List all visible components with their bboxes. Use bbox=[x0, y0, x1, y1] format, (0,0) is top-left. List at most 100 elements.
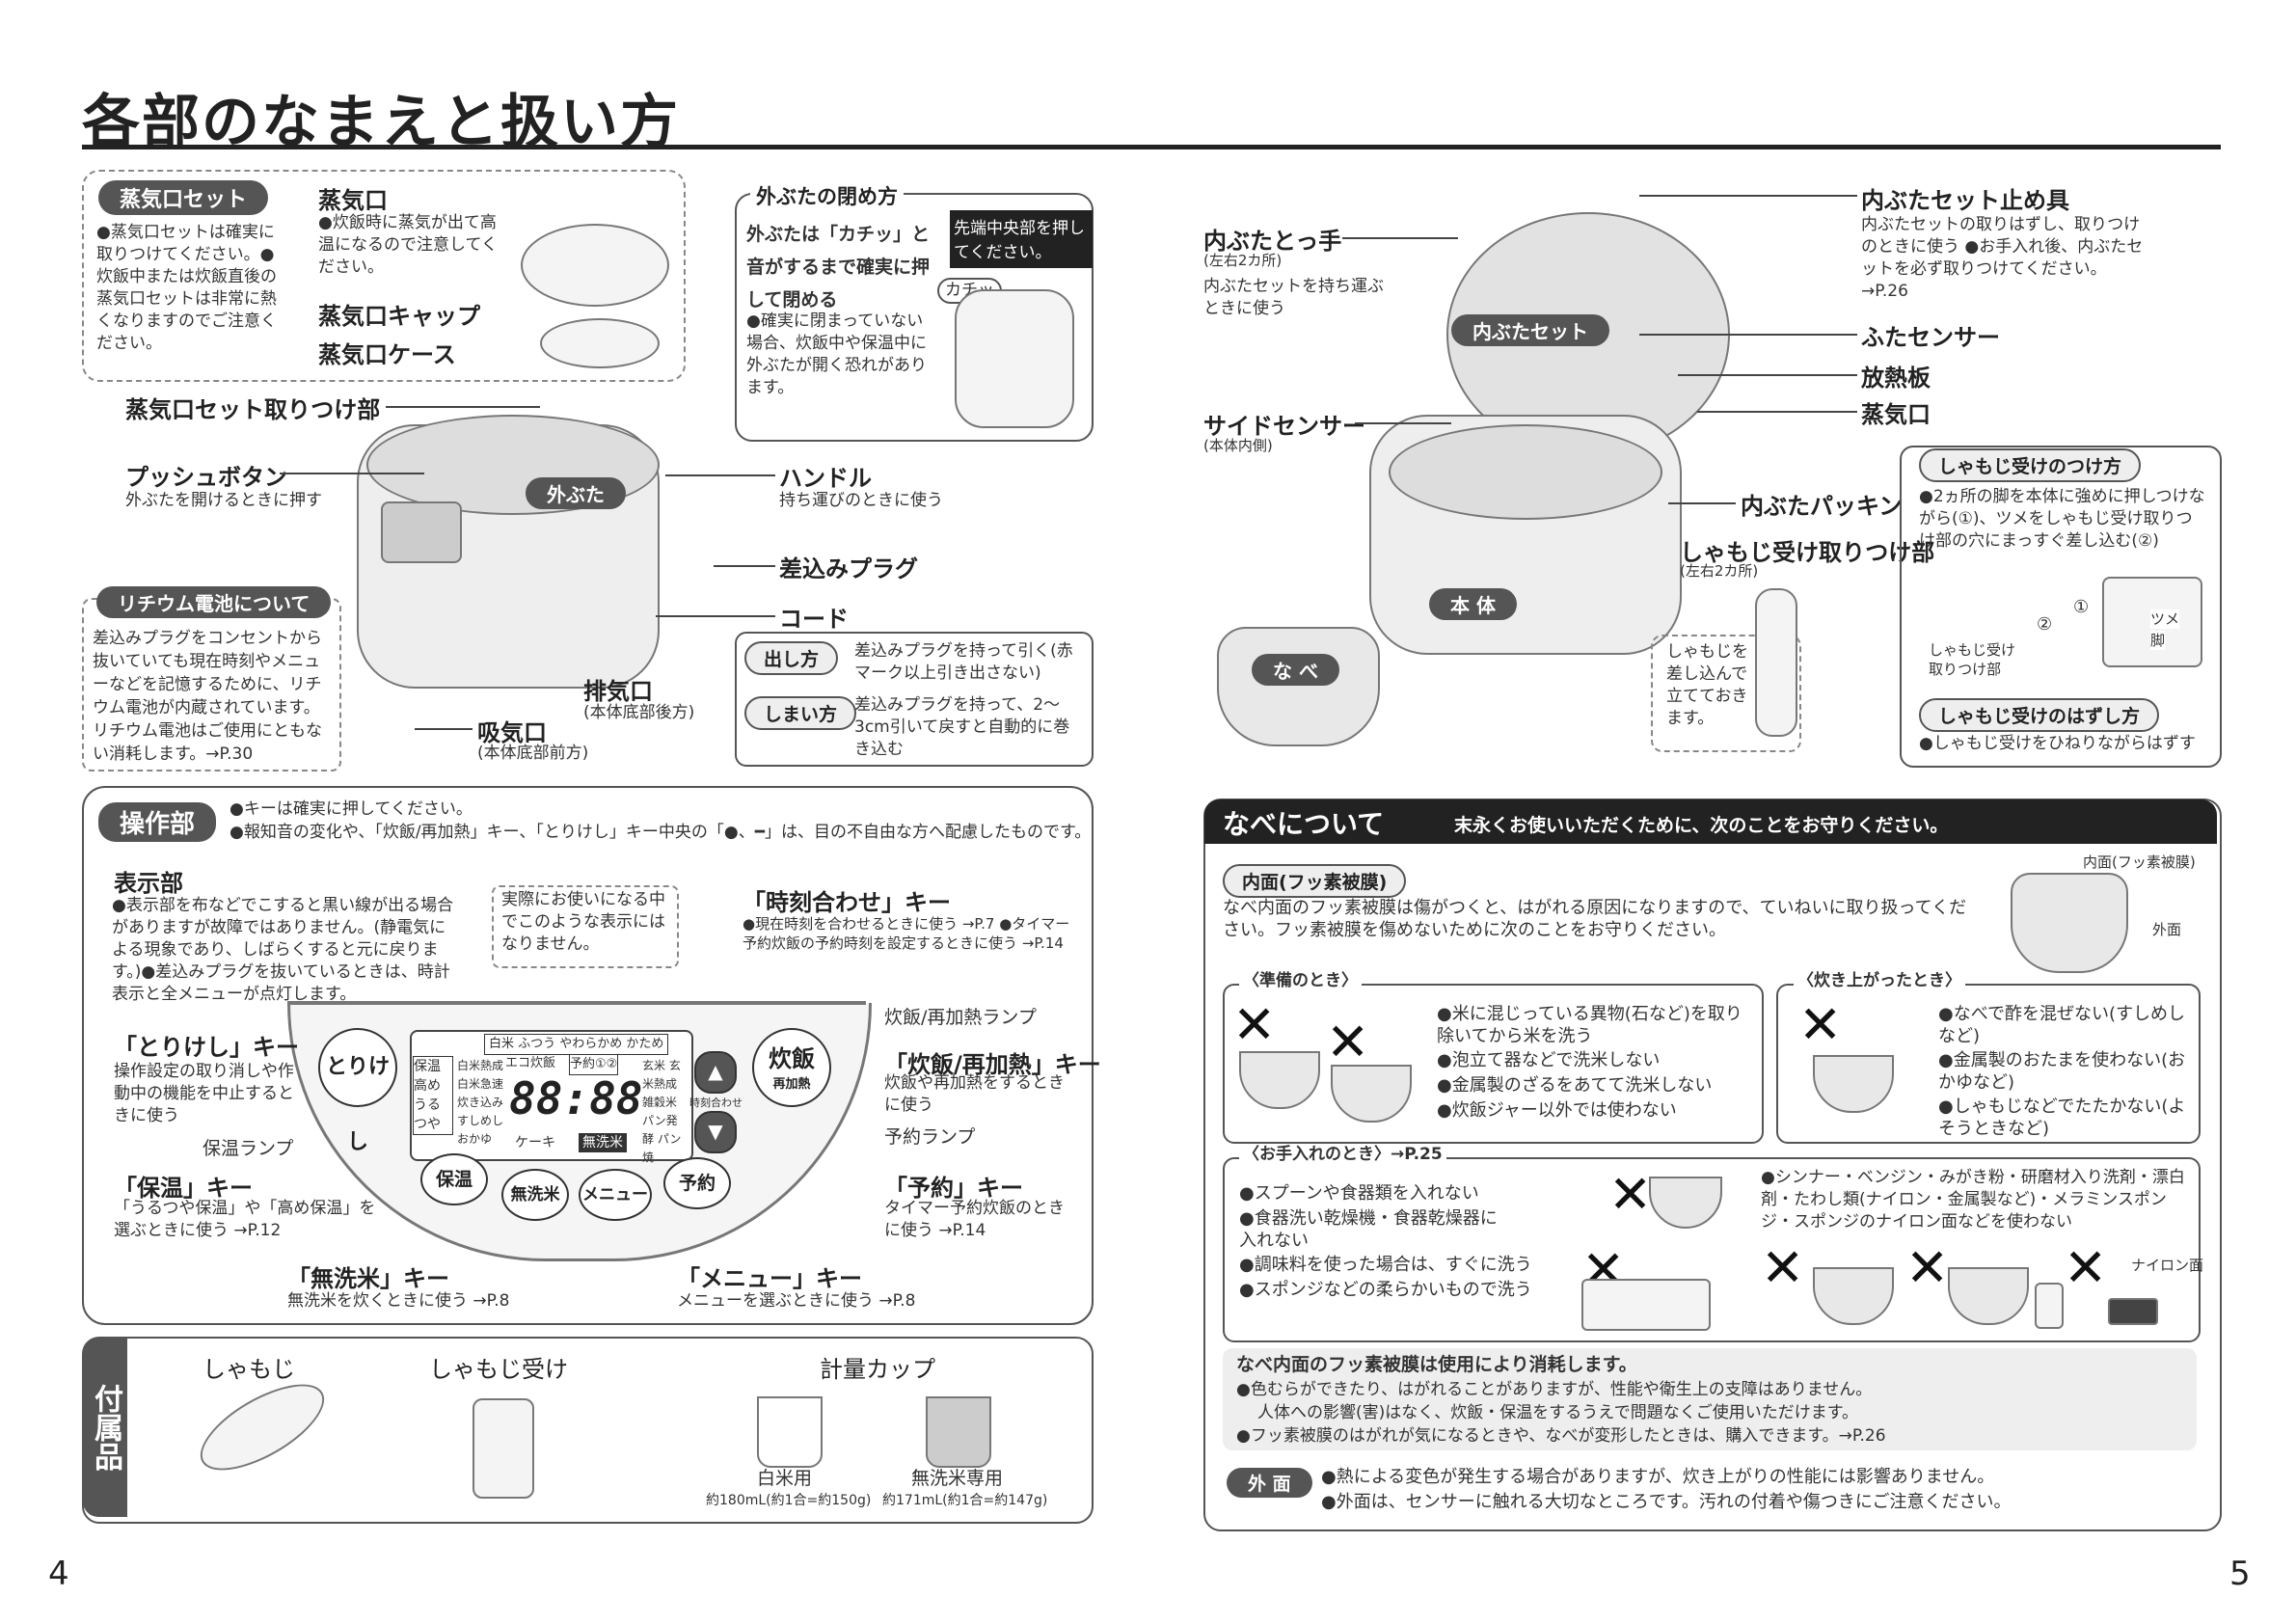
coat-text: なべ内面のフッ素被膜は傷がつくと、はがれる原因になりますので、ていねいに取り扱っ… bbox=[1223, 898, 1967, 940]
wear-text-1: ●色むらができたり、はがれることがありますが、性能や衛生上の支障はありません。 bbox=[1236, 1380, 1873, 1399]
cancel-key-label: 「とりけし」キー bbox=[114, 1034, 299, 1061]
x-icon: ✕ bbox=[2064, 1237, 2108, 1298]
inner-handle-label: 内ぶたとっ手 bbox=[1203, 228, 1342, 255]
lcd-cake: ケーキ bbox=[515, 1135, 555, 1150]
press-center-box: 先端中央部を押してください。 bbox=[950, 210, 1093, 268]
clock-up-key[interactable]: ▲ bbox=[694, 1051, 737, 1094]
lid-sensor-label: ふたセンサー bbox=[1861, 324, 2000, 351]
stopper-note: 内ぶたセットの取りはずし、取りつけのときに使う ●お手入れ後、内ぶたセットを必ず… bbox=[1861, 215, 2144, 301]
body-tag: 本 体 bbox=[1429, 588, 1517, 620]
title-rule bbox=[82, 145, 2221, 149]
coat-title: 内面(フッ素被膜) bbox=[1223, 864, 1407, 898]
musenmai-cup bbox=[926, 1396, 991, 1468]
step-1-mark: ① bbox=[2073, 597, 2090, 617]
lcd-reserve-tag: 予約①② bbox=[569, 1054, 619, 1075]
display-title: 表示部 bbox=[114, 870, 183, 897]
vent-label-right: 蒸気口 bbox=[1861, 401, 1931, 428]
after-title: 〈炊き上がったとき〉 bbox=[1794, 970, 1965, 992]
cook-key-sub: 再加熱 bbox=[772, 1077, 811, 1092]
cook-key[interactable]: 炊飯再加熱 bbox=[752, 1028, 831, 1107]
x-icon: ✕ bbox=[1232, 994, 1277, 1055]
controls-section bbox=[82, 786, 1094, 1325]
holder-remove-title: しゃもじ受けのはずし方 bbox=[1919, 698, 2160, 732]
steam-mount-label: 蒸気口セット取りつけ部 bbox=[125, 396, 381, 423]
reserve-key-label: 「予約」キー bbox=[884, 1175, 1023, 1202]
display-callout-text: 実際にお使いになる中でこのような表示にはなりません。 bbox=[501, 890, 665, 954]
inner-coat-label: 内面(フッ素被膜) bbox=[2083, 853, 2196, 871]
steam-set-box bbox=[82, 170, 686, 382]
x-icon: ✕ bbox=[1761, 1237, 1805, 1298]
page-number-left: 4 bbox=[48, 1555, 69, 1593]
cord-store-text: 差込みプラグを持って、2〜3cm引いて戻すと自動的に巻き込む bbox=[854, 695, 1070, 759]
menu-key-label: 「メニュー」キー bbox=[677, 1265, 862, 1292]
wear-title: なべ内面のフッ素被膜は使用により消耗します。 bbox=[1236, 1354, 1637, 1375]
page-number-right: 5 bbox=[2229, 1555, 2251, 1593]
keep-key[interactable]: 保温 bbox=[420, 1153, 488, 1205]
intake-label: 吸気口 bbox=[477, 719, 547, 746]
clock-down-key[interactable]: ▼ bbox=[694, 1111, 737, 1153]
cord-label: コード bbox=[779, 606, 849, 633]
push-button-note: 外ぶたを開けるときに押す bbox=[125, 491, 322, 510]
display-text: ●表示部を布などでこすると黒い線が出る場合がありますが故障ではありません。(静電… bbox=[112, 896, 454, 1004]
cord-out-text: 差込みプラグを持って引く(赤マーク以上引き出さない) bbox=[854, 641, 1073, 683]
prep-item-0: ●米に混じっている異物(石など)を取り除いてから米を洗う bbox=[1437, 1004, 1742, 1046]
outer-lid-warn: ●確実に閉まっていない場合、炊飯中や保温中に外ぶたが開く恐れがあります。 bbox=[746, 311, 927, 397]
clean-item-3: ●スポンジなどの柔らかいもので洗う bbox=[1239, 1280, 1532, 1300]
mount-label-small: しゃもじ受け取りつけ部 bbox=[1929, 641, 2016, 678]
pot-care-subtitle: 末永くお使いいただくために、次のことをお守りください。 bbox=[1454, 815, 1949, 836]
step-2-mark: ② bbox=[2037, 614, 2053, 635]
cancel-key-note: 操作設定の取り消しや作動中の機能を中止するときに使う bbox=[114, 1062, 294, 1125]
white-rice-cup bbox=[757, 1396, 823, 1468]
battery-text: 差込みプラグをコンセントから抜いていても現在時刻やメニューなどを記憶するために、… bbox=[93, 629, 322, 764]
prep-bowl-2 bbox=[1331, 1065, 1412, 1123]
shamoji-label: しゃもじ bbox=[203, 1356, 295, 1383]
prep-box bbox=[1223, 984, 1764, 1144]
clean-item-0: ●スプーンや食器類を入れない bbox=[1239, 1183, 1479, 1204]
holder-attach-text: ●2ヵ所の脚を本体に強めに押しつけながら(①)、ツメをしゃもじ受け取りつけ部の穴… bbox=[1919, 487, 2205, 551]
handle-label: ハンドル bbox=[779, 465, 872, 492]
cook-key-note: 炊飯や再加熱をするときに使う bbox=[884, 1073, 1065, 1115]
lcd-musenmai: 無洗米 bbox=[579, 1133, 627, 1152]
musenmai-key[interactable]: 無洗米 bbox=[501, 1169, 569, 1221]
clean-items2: ●シンナー・ベンジン・みがき粉・研磨材入り洗剤・漂白剤・たわし類(ナイロン・金属… bbox=[1761, 1168, 2185, 1232]
shamoji-holder-illustration bbox=[473, 1398, 534, 1499]
claw-label: ツメ bbox=[2150, 609, 2180, 629]
outer-text-1: ●熱による変色が発生する場合がありますが、炊き上がりの性能には影響ありません。 bbox=[1321, 1467, 1995, 1487]
holder-mount-label: しゃもじ受け取りつけ部 bbox=[1680, 539, 1935, 566]
steam-cap-illustration bbox=[521, 224, 669, 307]
side-sensor-label: サイドセンサー bbox=[1203, 413, 1365, 440]
controls-note1: ●キーは確実に押してください。 bbox=[230, 799, 473, 819]
open-cooker-pot bbox=[1389, 424, 1662, 520]
pot-care-illustration bbox=[2011, 873, 2128, 973]
leg-label: 脚 bbox=[2150, 631, 2166, 650]
musenmai-cup-label: 無洗米専用 bbox=[911, 1468, 1004, 1489]
outer-lid-close-title: 外ぶたの閉め方 bbox=[750, 181, 904, 210]
heat-plate-label: 放熱板 bbox=[1861, 365, 1931, 392]
white-rice-cup-vol: 約180mL(約1合=約150g) bbox=[706, 1493, 872, 1508]
intake-note: (本体底部前方) bbox=[477, 744, 589, 763]
shamoji-callout bbox=[1651, 635, 1801, 752]
inner-handle-note: 内ぶたセットを持ち運ぶときに使う bbox=[1203, 277, 1384, 318]
prep-item-2: ●金属製のざるをあてて洗米しない bbox=[1437, 1075, 1713, 1096]
wear-box bbox=[1223, 1348, 2197, 1450]
detergent-bottle bbox=[2035, 1283, 2064, 1329]
cancel-key[interactable]: とりけし bbox=[318, 1028, 397, 1154]
menu-key[interactable]: メニュー bbox=[579, 1169, 652, 1221]
lcd-eco: エコ炊飯 bbox=[505, 1056, 556, 1070]
steam-set-title: 蒸気口セット bbox=[98, 180, 269, 215]
prep-item-1: ●泡立て器などで洗米しない bbox=[1437, 1050, 1661, 1070]
steam-cap-label: 蒸気口キャップ bbox=[318, 303, 480, 330]
clean-box bbox=[1223, 1157, 2201, 1342]
battery-title: リチウム電池について bbox=[96, 586, 332, 618]
pot-care-title: なべについて bbox=[1223, 808, 1385, 840]
stopper-label: 内ぶたセット止め具 bbox=[1861, 187, 2069, 214]
steam-set-note: ●蒸気口セットは確実に取りつけてください。●炊飯中または炊飯直後の蒸気口セットは… bbox=[96, 223, 277, 353]
reserve-key[interactable]: 予約 bbox=[663, 1157, 731, 1209]
clock-key-tag: 時刻合わせ bbox=[689, 1096, 743, 1109]
prep-item-3: ●炊飯ジャー以外では使わない bbox=[1437, 1100, 1677, 1121]
cook-key-label-text: 「炊飯/再加熱」キー bbox=[884, 1051, 1101, 1078]
steam-case-illustration bbox=[540, 318, 660, 368]
cook-key-label: 炊飯 bbox=[769, 1045, 815, 1072]
x-icon: ✕ bbox=[1326, 1012, 1370, 1072]
prep-bowl-1 bbox=[1239, 1051, 1320, 1109]
